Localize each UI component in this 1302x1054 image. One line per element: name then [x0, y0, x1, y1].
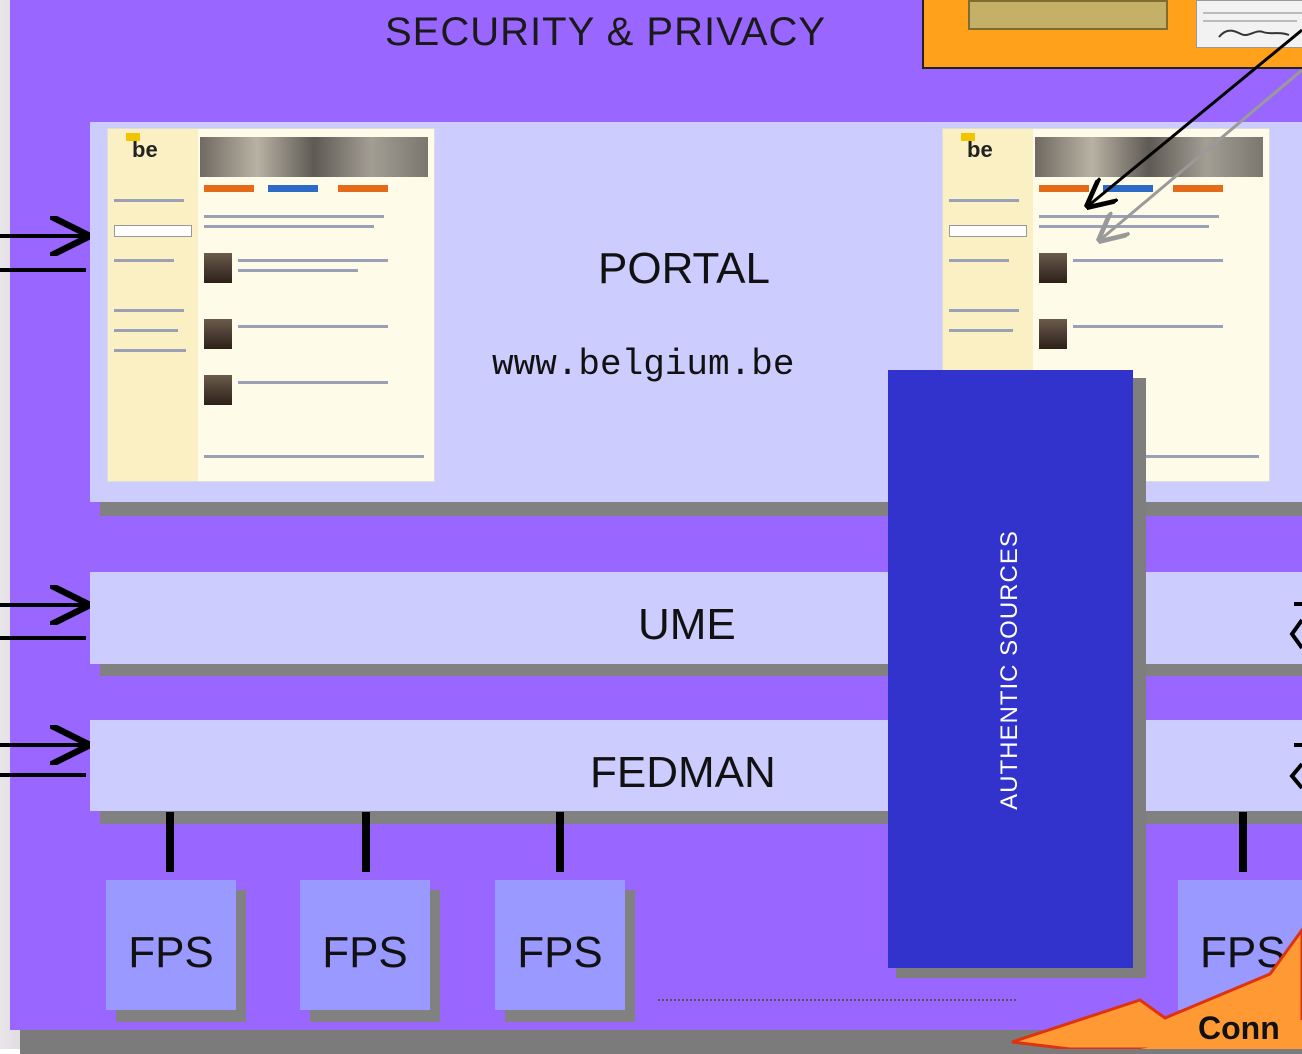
- fps-label: FPS: [517, 928, 603, 977]
- fps-label: FPS: [322, 928, 408, 977]
- connector-line: [556, 812, 564, 872]
- belgium-logo: be: [126, 133, 158, 162]
- fps-node: [106, 880, 236, 1010]
- connector-callout-burst: [1011, 927, 1302, 1049]
- fedman-label: FEDMAN: [590, 748, 776, 797]
- signature-icon: [1203, 12, 1302, 38]
- inbound-arrows: [0, 236, 86, 777]
- right-edge-arrows: [1289, 602, 1302, 790]
- connector-line: [1239, 812, 1247, 872]
- authentic-sources-block: [888, 370, 1133, 968]
- eid-card-image: [968, 0, 1168, 30]
- fps-node: [495, 880, 625, 1010]
- connector-line: [362, 812, 370, 872]
- callout-label: Conn: [1198, 1010, 1280, 1046]
- ume-label: UME: [638, 600, 736, 649]
- fps-label: FPS: [128, 928, 214, 977]
- ellipsis-dotted-line: [658, 999, 1016, 1001]
- fps-node: [300, 880, 430, 1010]
- portal-screenshot-left: be: [107, 128, 435, 482]
- fps-label: FPS: [1200, 928, 1286, 977]
- belgium-logo: be: [961, 133, 993, 162]
- signature-image: [1196, 0, 1302, 48]
- portal-url: www.belgium.be: [492, 344, 795, 385]
- portal-label: PORTAL: [598, 244, 770, 293]
- signature-pointer-arrow: [1100, 68, 1302, 240]
- certificate-pointer-arrow: [1088, 28, 1302, 206]
- diagram-title: SECURITY & PRIVACY: [385, 10, 827, 54]
- connector-line: [166, 812, 174, 872]
